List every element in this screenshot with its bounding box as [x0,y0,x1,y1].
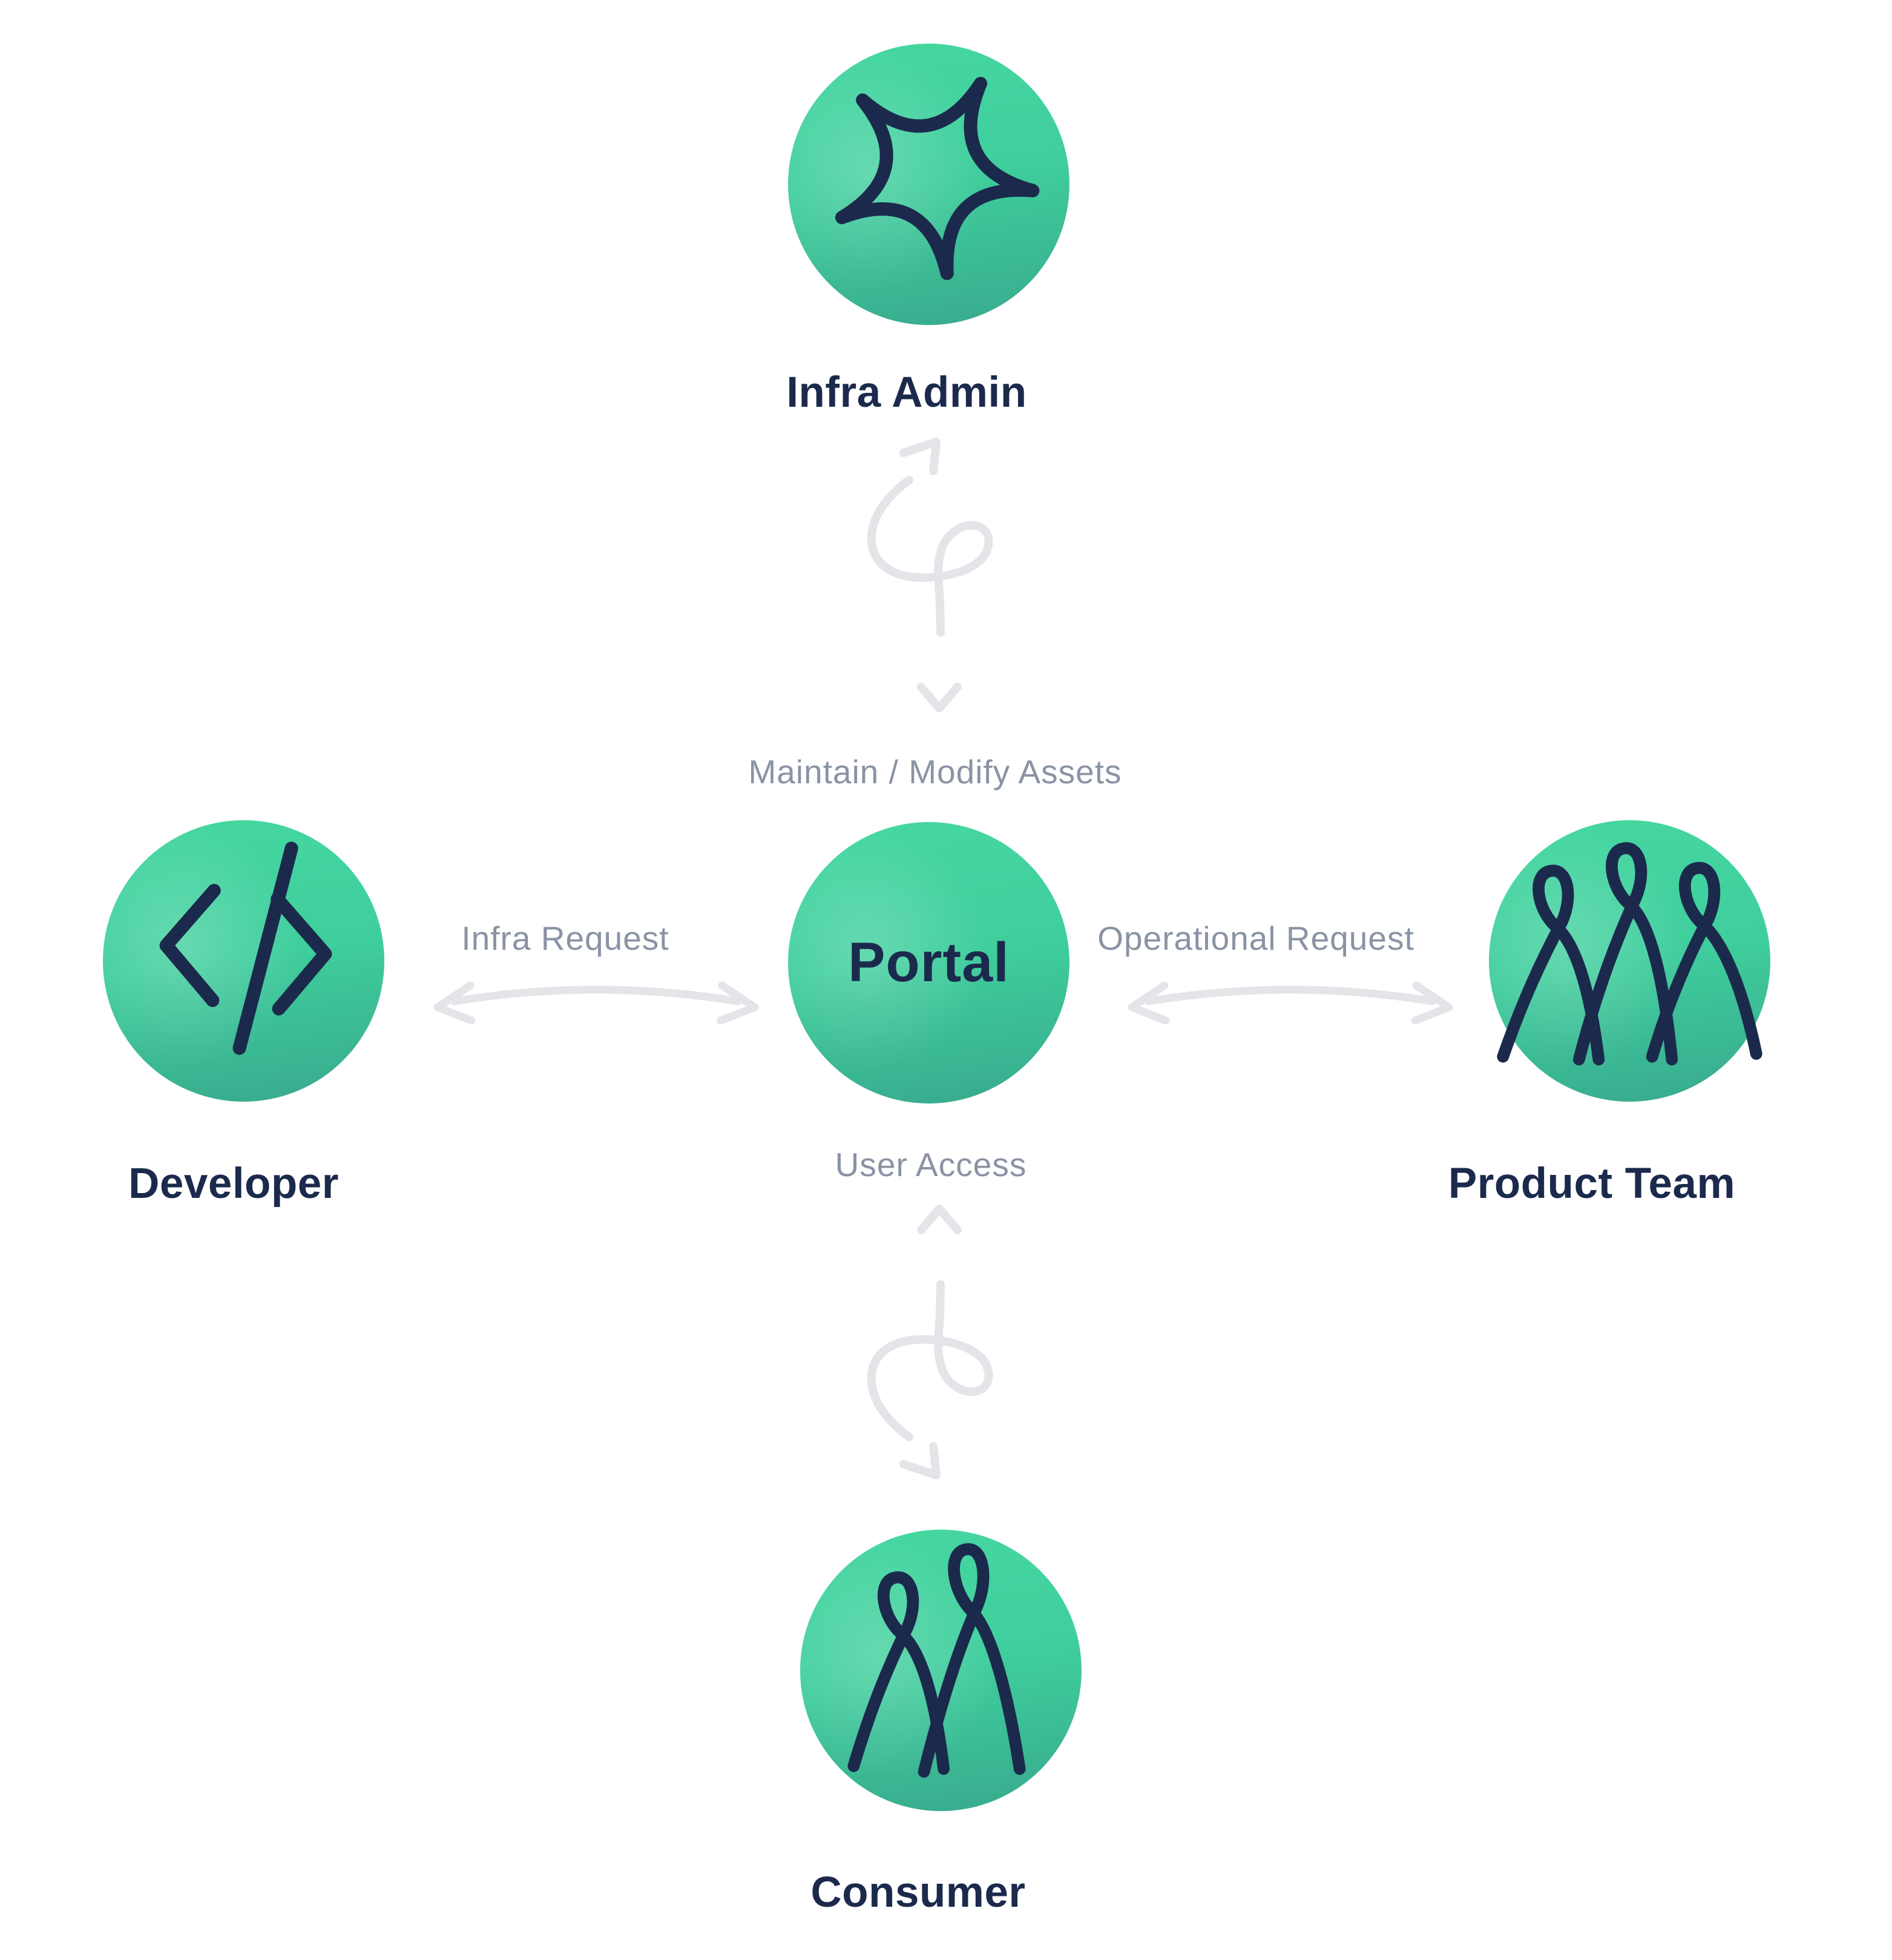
portal-label: Portal [848,932,1010,993]
developer-portal-connector [433,981,759,1025]
team-loops-icon [1497,842,1762,1066]
developer-label: Developer [128,1160,339,1208]
product-team-label: Product Team [1448,1160,1736,1208]
operational-request-label: Operational Request [1097,919,1414,957]
infra-admin-label: Infra Admin [786,369,1027,416]
developer-node [103,820,384,1102]
person-loops-icon [847,1543,1026,1778]
consumer-portal-connector [867,1205,993,1479]
infra-admin-portal-connector [867,438,993,712]
portal-node: Portal [788,822,1069,1103]
star-burst-icon [835,76,1040,280]
infra-request-label: Infra Request [461,919,669,957]
product-team-node [1489,820,1770,1102]
maintain-modify-assets-label: Maintain / Modify Assets [748,753,1122,791]
consumer-node [800,1530,1082,1811]
consumer-label: Consumer [810,1869,1026,1916]
product-team-portal-connector [1128,981,1453,1025]
infra-admin-node [788,44,1069,325]
user-access-label: User Access [835,1146,1027,1183]
code-brackets-icon [159,841,332,1055]
